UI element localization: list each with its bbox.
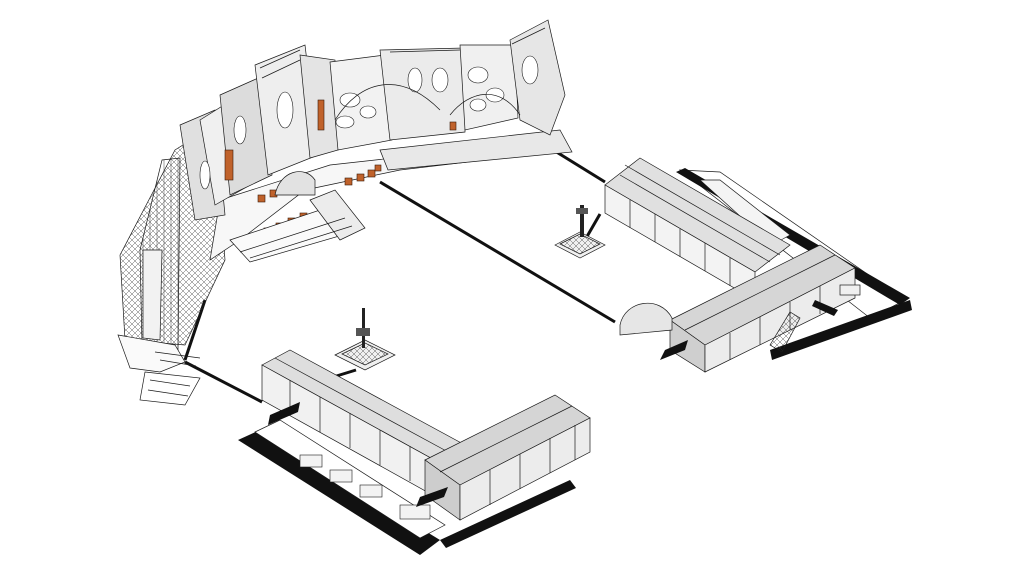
delay-tower-right	[554, 205, 606, 259]
front-l-shaped-tent	[238, 349, 591, 555]
right-l-shaped-tent	[604, 157, 912, 373]
main-stage	[179, 19, 573, 263]
delay-tower-left	[334, 308, 396, 371]
